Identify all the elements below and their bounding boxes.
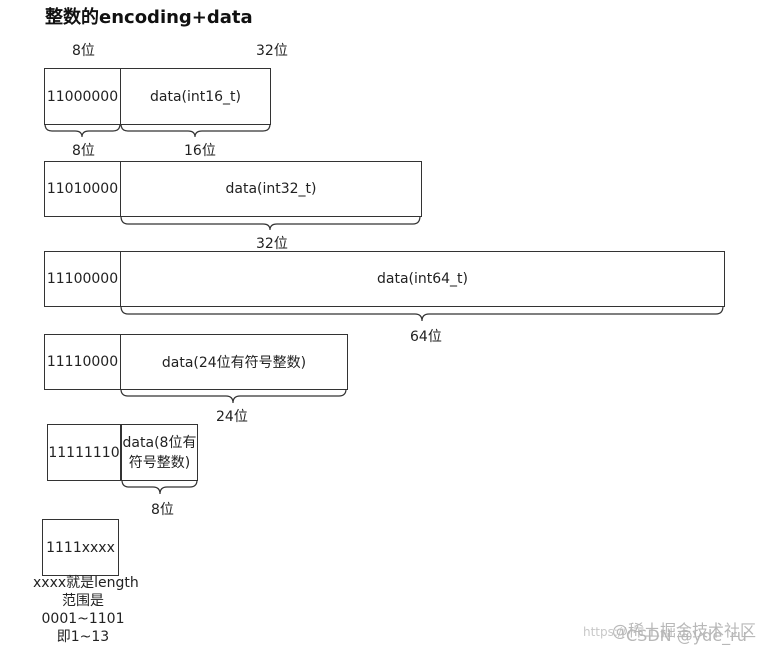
length-note: xxxx就是length 范围是 0001~1101 即1~13: [33, 574, 139, 646]
encoding-box-int16: 11000000: [44, 68, 121, 125]
encoding-value: 11111110: [48, 444, 120, 461]
data-label: data(int32_t): [225, 181, 317, 197]
data-brace-label-int16: 16位: [184, 143, 216, 159]
data-label-line2: 符号整数): [128, 454, 191, 471]
encoding-box-int8: 11111110: [47, 424, 121, 481]
encoding-box-int32: 11010000: [44, 161, 121, 217]
total-width-label: 32位: [256, 43, 288, 59]
diagram-title: 整数的encoding+data: [45, 7, 253, 28]
encoding-value: 11110000: [46, 354, 119, 370]
watermark-line2: CSDN @yde_ru: [626, 626, 747, 645]
watermark-line1: @稀土掘金技术社区: [612, 621, 757, 640]
length-note-line: 即1~13: [56, 629, 110, 645]
data-box-int32: data(int32_t): [120, 161, 422, 217]
length-note-line: 0001~1101: [41, 611, 125, 627]
data-brace-label-int8: 8位: [151, 502, 174, 518]
data-brace-label-int64: 64位: [410, 329, 442, 345]
encoding-box-small: 1111xxxx: [42, 519, 119, 576]
data-brace-label-int32: 32位: [256, 236, 288, 252]
encoding-value: 11100000: [46, 271, 119, 287]
length-note-line: 范围是: [62, 593, 104, 609]
data-box-int16: data(int16_t): [120, 68, 271, 125]
encoding-value: 11000000: [46, 88, 119, 105]
length-note-line: xxxx就是length: [33, 575, 139, 591]
watermark-url: https://: [583, 625, 627, 639]
data-box-int24: data(24位有符号整数): [120, 334, 348, 390]
encoding-value: 11010000: [46, 181, 119, 197]
encoding-brace-label: 8位: [72, 143, 95, 159]
data-label: data(int64_t): [376, 271, 468, 287]
encoding-box-int24: 11110000: [44, 334, 121, 390]
data-label: data(24位有符号整数): [161, 355, 307, 371]
encoding-width-label: 8位: [72, 43, 95, 59]
encoding-value: 1111xxxx: [46, 539, 115, 556]
data-label-line1: data(8位有: [122, 434, 197, 451]
data-box-int8: data(8位有 符号整数): [121, 424, 198, 481]
encoding-box-int64: 11100000: [44, 251, 121, 307]
data-box-int64: data(int64_t): [120, 251, 725, 307]
data-brace-label-int24: 24位: [216, 409, 248, 425]
data-label: data(int16_t): [149, 88, 241, 105]
